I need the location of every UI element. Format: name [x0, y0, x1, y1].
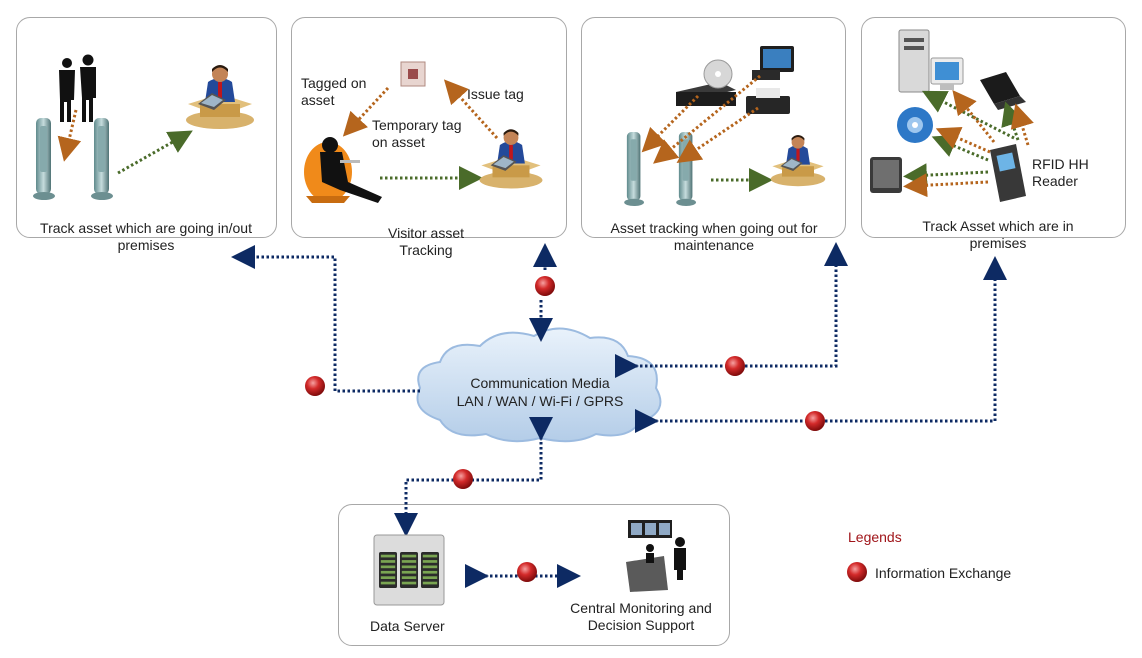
panel-gates-artwork	[33, 54, 254, 200]
legend-item-label: Information Exchange	[875, 565, 1012, 581]
tag-read-link	[57, 109, 82, 162]
operator-icon	[479, 129, 543, 189]
operator-icon	[770, 135, 826, 187]
rfid-reader-label: RFID HH Reader	[1032, 156, 1089, 189]
information-exchange-dot	[805, 411, 825, 431]
gates-caption: Track asset which are going in/out premi…	[40, 220, 252, 253]
temporary-tag-label: Temporary tag on asset	[372, 117, 462, 150]
premises-caption: Track Asset which are in premises	[922, 218, 1074, 251]
cd-drive-icon	[676, 59, 736, 106]
rfid-tag-icon	[400, 61, 426, 87]
panel-premises-artwork	[870, 29, 1034, 202]
link-cloud-to-premises	[635, 256, 1007, 433]
reader-link	[931, 134, 989, 162]
visitor-caption: Visitor asset Tracking	[388, 225, 464, 258]
legend-title: Legends	[848, 529, 902, 545]
monitor-icon	[930, 57, 964, 90]
cloud-line-2: LAN / WAN / Wi-Fi / GPRS	[456, 393, 624, 409]
control-room-icon	[626, 520, 686, 592]
asset-read-link	[653, 74, 761, 164]
rfid-gate-icon	[91, 118, 113, 200]
link-cloud-to-server	[394, 417, 553, 537]
data-server-icon	[373, 534, 445, 606]
link-cloud-to-maintenance	[615, 242, 848, 378]
panel-maintenance-artwork	[624, 46, 826, 206]
reader-link	[1010, 103, 1034, 146]
laptop-icon	[980, 72, 1026, 110]
panel-visitor-artwork	[304, 61, 543, 203]
desktop-computer-icon	[752, 46, 794, 80]
businessmen-icon	[59, 54, 96, 122]
link-cloud-to-gates	[231, 245, 420, 393]
asset-read-link	[676, 106, 759, 164]
information-exchange-dot	[517, 562, 537, 582]
visitor-icon	[304, 137, 382, 203]
rfid-gate-icon	[33, 118, 55, 200]
server-tower-icon	[898, 29, 930, 93]
issue-tag-link	[443, 79, 499, 140]
maintenance-caption: Asset tracking when going out for mainte…	[610, 220, 818, 253]
issue-tag-label: Issue tag	[467, 86, 524, 102]
information-exchange-dot	[305, 376, 325, 396]
network-links	[231, 242, 1007, 588]
hard-drive-icon	[870, 157, 902, 193]
central-monitoring-label: Central Monitoring and Decision Support	[570, 600, 712, 633]
rfid-gate-icon	[624, 132, 645, 206]
tagged-on-asset-label: Tagged on asset	[301, 75, 367, 108]
information-exchange-dot	[535, 276, 555, 296]
reader-link	[921, 90, 1015, 140]
cd-disc-icon	[897, 107, 933, 143]
information-exchange-dot	[725, 356, 745, 376]
reader-link	[903, 173, 989, 198]
operator-icon	[186, 65, 254, 129]
gate-to-operator-link	[117, 130, 193, 175]
asset-read-link	[641, 94, 700, 153]
reader-link	[903, 163, 989, 188]
information-exchange-dot	[453, 469, 473, 489]
reader-link	[935, 126, 991, 154]
information-exchange-markers	[305, 276, 867, 582]
data-server-label: Data Server	[370, 618, 445, 634]
handheld-reader-icon	[990, 144, 1026, 202]
legend-exchange-dot	[847, 562, 867, 582]
cloud-line-1: Communication Media	[470, 375, 610, 391]
